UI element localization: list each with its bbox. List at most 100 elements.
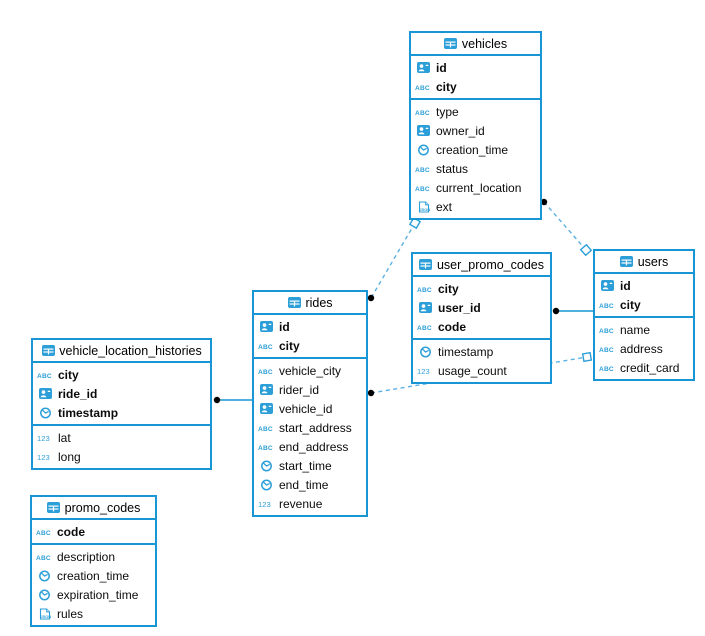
- field-row-rides-end_time[interactable]: end_time: [254, 475, 366, 494]
- field-row-vehicles-id[interactable]: id: [411, 58, 540, 77]
- field-row-vehicles-creation_time[interactable]: creation_time: [411, 140, 540, 159]
- svg-text:ABC: ABC: [36, 530, 51, 537]
- field-name: current_location: [436, 180, 522, 195]
- field-name: user_id: [438, 300, 481, 315]
- field-name: id: [279, 319, 290, 334]
- person-icon: [415, 62, 432, 73]
- field-row-vehicles-owner_id[interactable]: owner_id: [411, 121, 540, 140]
- field-row-user_promo_codes-user_id[interactable]: user_id: [413, 298, 550, 317]
- table-header-vehicles[interactable]: vehicles: [411, 33, 540, 56]
- abc-icon: ABC: [258, 341, 275, 351]
- table-header-users[interactable]: users: [595, 251, 693, 274]
- table-icon: [419, 259, 433, 270]
- field-row-vehicle_location_histories-long[interactable]: 123 long: [33, 447, 210, 466]
- field-name: city: [436, 79, 457, 94]
- field-row-rides-vehicle_id[interactable]: vehicle_id: [254, 399, 366, 418]
- table-title-label: vehicle_location_histories: [59, 343, 202, 358]
- field-row-promo_codes-creation_time[interactable]: creation_time: [32, 566, 155, 585]
- field-row-user_promo_codes-city[interactable]: ABC city: [413, 279, 550, 298]
- field-row-rides-start_time[interactable]: start_time: [254, 456, 366, 475]
- field-row-vehicle_location_histories-timestamp[interactable]: timestamp: [33, 403, 210, 422]
- field-row-rides-rider_id[interactable]: rider_id: [254, 380, 366, 399]
- person-icon: [258, 321, 275, 332]
- person-icon: [258, 403, 275, 414]
- relation-vehicles-users[interactable]: [543, 201, 587, 251]
- datetime-icon: [36, 570, 53, 582]
- abc-icon: ABC: [599, 325, 616, 335]
- field-name: code: [57, 524, 86, 539]
- field-row-vehicle_location_histories-ride_id[interactable]: ride_id: [33, 384, 210, 403]
- field-name: city: [438, 281, 459, 296]
- abc-icon: ABC: [599, 363, 616, 373]
- svg-text:ABC: ABC: [417, 287, 432, 294]
- field-row-promo_codes-expiration_time[interactable]: expiration_time: [32, 585, 155, 604]
- field-row-promo_codes-code[interactable]: ABC code: [32, 522, 155, 541]
- number-icon: 123: [258, 499, 275, 509]
- field-name: end_time: [279, 477, 329, 492]
- svg-text:ABC: ABC: [599, 328, 614, 335]
- field-name: revenue: [279, 496, 323, 511]
- field-row-rides-revenue[interactable]: 123 revenue: [254, 494, 366, 513]
- table-header-promo_codes[interactable]: promo_codes: [32, 497, 155, 520]
- abc-icon: ABC: [599, 300, 616, 310]
- person-icon: [415, 125, 432, 136]
- svg-text:ABC: ABC: [415, 110, 430, 117]
- field-row-rides-id[interactable]: id: [254, 317, 366, 336]
- field-row-user_promo_codes-timestamp[interactable]: timestamp: [413, 342, 550, 361]
- field-name: creation_time: [436, 142, 509, 157]
- table-header-vehicle_location_histories[interactable]: vehicle_location_histories: [33, 340, 210, 363]
- field-row-vehicles-type[interactable]: ABC type: [411, 102, 540, 121]
- table-title-label: user_promo_codes: [436, 257, 544, 272]
- table-icon: [444, 38, 458, 49]
- field-name: long: [58, 449, 81, 464]
- abc-icon: ABC: [36, 527, 53, 537]
- svg-text:ABC: ABC: [258, 369, 273, 376]
- abc-icon: ABC: [417, 322, 434, 332]
- abc-icon: ABC: [599, 344, 616, 354]
- table-title-label: promo_codes: [64, 500, 141, 515]
- table-icon: [47, 502, 61, 513]
- field-row-vehicles-current_location[interactable]: ABC current_location: [411, 178, 540, 197]
- datetime-icon: [36, 589, 53, 601]
- table-icon: [41, 345, 55, 356]
- table-header-rides[interactable]: rides: [254, 292, 366, 315]
- field-row-users-id[interactable]: id: [595, 276, 693, 295]
- field-name: type: [436, 104, 459, 119]
- person-icon: [417, 302, 434, 313]
- relation-vehicles-rides[interactable]: [370, 222, 416, 299]
- svg-text:ABC: ABC: [415, 167, 430, 174]
- field-name: id: [436, 60, 447, 75]
- abc-icon: ABC: [415, 183, 432, 193]
- relation-endpoint-dot: [213, 396, 221, 404]
- table-header-user_promo_codes[interactable]: user_promo_codes: [413, 254, 550, 277]
- svg-text:123: 123: [37, 453, 50, 462]
